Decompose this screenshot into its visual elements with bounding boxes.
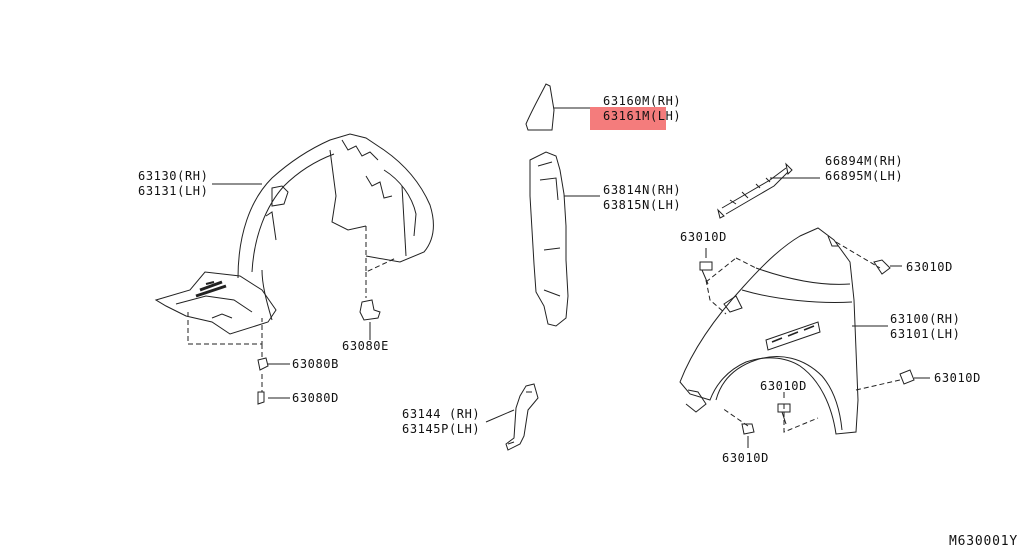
highlight-box <box>590 107 666 130</box>
label-bolt-top-left[interactable]: 63010D <box>680 230 727 244</box>
diagram-id: M630001Y <box>948 534 1018 549</box>
label-seal[interactable]: 66894M(RH) 66895M(LH) <box>825 154 904 183</box>
label-clip-b[interactable]: 63080B <box>292 357 339 371</box>
label-bolt-arch[interactable]: 63010D <box>760 379 807 393</box>
label-cover-upper[interactable]: 63160M(RH) 63161M(LH) <box>603 94 682 123</box>
label-bolt-bottom[interactable]: 63010D <box>722 451 769 465</box>
highlighted-part-number: 63161M(LH) <box>603 109 682 123</box>
label-fender-protector[interactable]: 63130(RH) 63131(LH) <box>138 169 209 198</box>
seal-drawing <box>717 162 820 219</box>
label-fender[interactable]: 63100(RH) 63101(LH) <box>890 312 961 341</box>
fender-drawing <box>679 227 930 448</box>
label-bracket[interactable]: 63144 (RH) 63145P(LH) <box>402 407 481 436</box>
label-bolt-rear[interactable]: 63010D <box>934 371 981 385</box>
cover-drawing <box>525 83 600 131</box>
label-clip-e[interactable]: 63080E <box>342 339 389 353</box>
bracket-drawing <box>485 383 539 451</box>
label-bolt-top-right[interactable]: 63010D <box>906 260 953 274</box>
label-clip-d[interactable]: 63080D <box>292 391 339 405</box>
label-insulator[interactable]: 63814N(RH) 63815N(LH) <box>603 183 682 212</box>
insulator-drawing <box>529 151 600 327</box>
fender-protector-drawing <box>154 133 434 405</box>
